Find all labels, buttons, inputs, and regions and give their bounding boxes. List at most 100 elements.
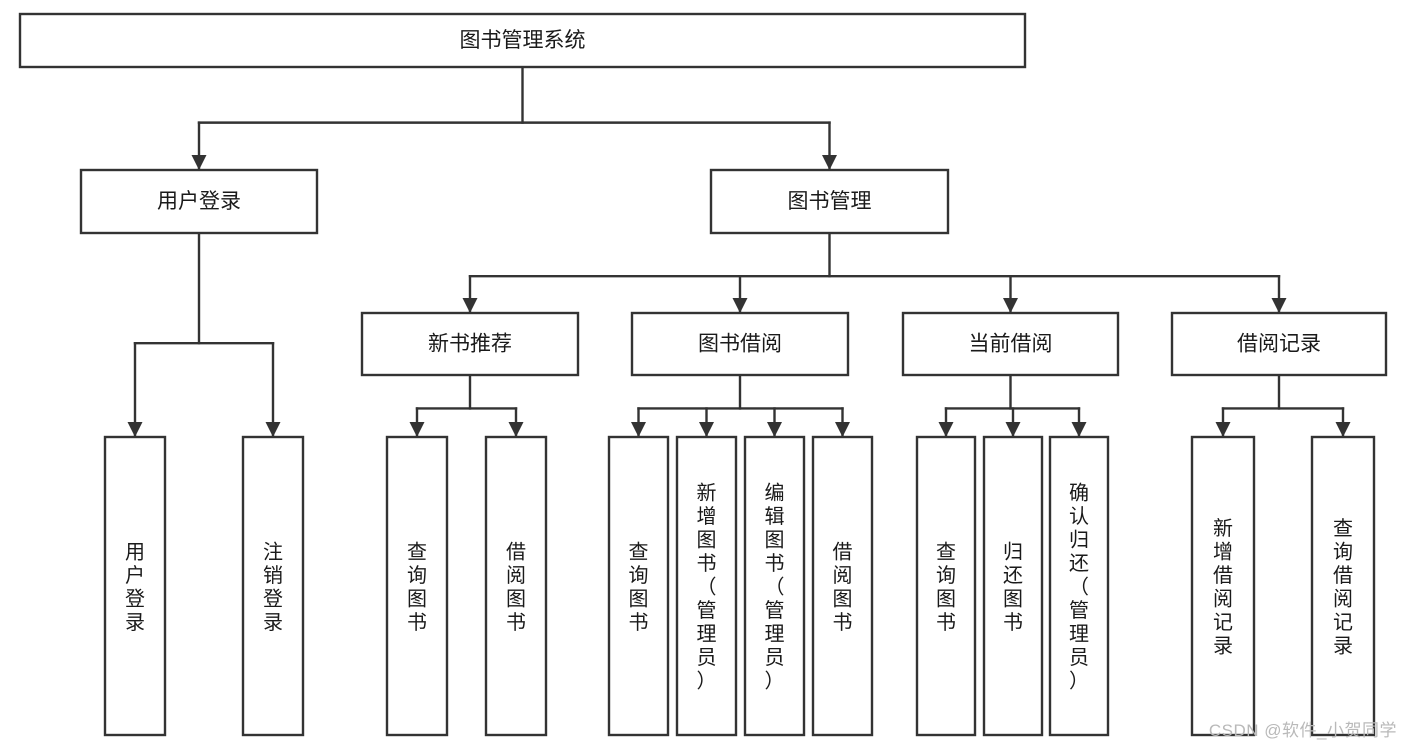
- arrow-head-icon: [265, 422, 281, 437]
- node-label-char: 还: [1069, 552, 1089, 575]
- node-new-book-recommend[interactable]: 新书推荐: [360, 311, 580, 377]
- node-user-login[interactable]: 用户登录: [79, 168, 319, 235]
- edge-group-root: [191, 65, 837, 172]
- node-label-char: 阅: [506, 564, 526, 587]
- arrow-head-icon: [462, 298, 478, 313]
- node-label-char: 登: [125, 587, 145, 610]
- node-box-leaf-return-book: [982, 435, 1044, 737]
- node-box-book-borrow: [630, 311, 850, 377]
- node-label-char: 编: [765, 482, 785, 505]
- arrow-head-icon: [1271, 298, 1287, 313]
- node-label-char: 员: [765, 647, 785, 669]
- node-box-leaf-query-book-2: [607, 435, 670, 737]
- node-label-char: 销: [263, 564, 283, 587]
- node-label-char: 书: [407, 611, 427, 634]
- node-label-char: 查: [407, 540, 427, 563]
- node-label-char: 图: [407, 588, 427, 610]
- edge-group-book-management: [462, 231, 1287, 315]
- node-leaf-borrow-book-2[interactable]: 借阅图书借阅图书: [811, 435, 874, 737]
- node-label-char: 新: [697, 482, 717, 505]
- arrow-head-icon: [822, 155, 837, 170]
- node-label-char: 归: [1069, 529, 1089, 552]
- node-leaf-query-book-2[interactable]: 查询图书查询图书: [607, 435, 670, 737]
- csdn-watermark: CSDN @软件_小贺同学: [1208, 721, 1397, 740]
- node-label-user-login: 用户登录: [157, 190, 241, 213]
- node-label-char: 书: [833, 611, 853, 634]
- node-label-char: 理: [1069, 624, 1089, 646]
- arrow-head-icon: [699, 422, 714, 437]
- node-label-char: 查: [1333, 517, 1353, 540]
- node-label-char: 录: [125, 612, 145, 634]
- arrow-head-icon: [835, 422, 850, 437]
- node-label-char: 记: [1333, 611, 1353, 634]
- node-label-char: 管: [765, 599, 785, 622]
- node-label-char: 图: [697, 530, 717, 552]
- node-box-user-login: [79, 168, 319, 235]
- edge-layer: [127, 65, 1351, 439]
- arrow-head-icon: [191, 155, 207, 170]
- node-root[interactable]: 图书管理系统: [18, 12, 1027, 69]
- node-leaf-query-book-1[interactable]: 查询图书查询图书: [385, 435, 449, 737]
- node-label-char: 书: [629, 611, 649, 634]
- node-leaf-query-record[interactable]: 查询借阅记录查询借阅记录: [1310, 435, 1376, 737]
- node-box-leaf-query-book-3: [915, 435, 977, 737]
- node-label-char: ）: [765, 670, 785, 693]
- node-label-book-management: 图书管理: [788, 190, 872, 213]
- arrow-head-icon: [508, 422, 524, 437]
- node-label-char: ）: [697, 670, 717, 693]
- node-label-char: 书: [1003, 611, 1023, 634]
- node-borrow-record[interactable]: 借阅记录: [1170, 311, 1388, 377]
- node-box-leaf-logout-login: [241, 435, 305, 737]
- node-box-book-management: [709, 168, 950, 235]
- node-label-char: 增: [697, 505, 717, 528]
- arrow-head-icon: [409, 422, 425, 437]
- node-box-leaf-borrow-book-1: [484, 435, 548, 737]
- node-box-leaf-edit-book: [743, 435, 806, 737]
- node-label-char: 管: [1069, 599, 1089, 622]
- node-label-char: ）: [1069, 670, 1089, 693]
- edge-group-user-login: [127, 231, 281, 439]
- node-leaf-logout-login[interactable]: 注销登录注销登录: [241, 435, 305, 737]
- node-layer: 图书管理系统用户登录图书管理新书推荐图书借阅当前借阅借阅记录用户登录用户登录注销…: [18, 12, 1388, 737]
- node-label-char: 书: [506, 611, 526, 634]
- node-label-char: 查: [629, 540, 649, 563]
- edge-group-new-book-recommend: [409, 373, 524, 439]
- node-box-leaf-add-record: [1190, 435, 1256, 737]
- node-label-char: 图: [765, 530, 785, 552]
- node-label-char: 用: [125, 541, 145, 563]
- node-label-new-book-recommend: 新书推荐: [428, 333, 512, 356]
- node-book-borrow[interactable]: 图书借阅: [630, 311, 850, 377]
- node-label-char: 阅: [833, 564, 853, 587]
- node-current-borrow[interactable]: 当前借阅: [901, 311, 1120, 377]
- node-label-char: 理: [765, 624, 785, 646]
- node-label-char: 还: [1003, 564, 1023, 587]
- node-label-char: 图: [1003, 588, 1023, 610]
- node-box-leaf-user-login: [103, 435, 167, 737]
- node-label-char: 阅: [1213, 587, 1233, 610]
- node-label-root: 图书管理系统: [460, 29, 586, 52]
- edge-group-borrow-record: [1215, 373, 1351, 439]
- node-label-char: 认: [1069, 505, 1089, 528]
- node-label-char: 录: [1333, 635, 1353, 657]
- node-label-char: 图: [629, 588, 649, 610]
- node-label-current-borrow: 当前借阅: [969, 333, 1053, 356]
- node-label-char: 书: [936, 611, 956, 634]
- node-leaf-user-login[interactable]: 用户登录用户登录: [103, 435, 167, 737]
- node-label-char: 询: [407, 564, 427, 587]
- node-book-management[interactable]: 图书管理: [709, 168, 950, 235]
- node-leaf-borrow-book-1[interactable]: 借阅图书借阅图书: [484, 435, 548, 737]
- node-leaf-add-record[interactable]: 新增借阅记录新增借阅记录: [1190, 435, 1256, 737]
- node-leaf-return-book[interactable]: 归还图书归还图书: [982, 435, 1044, 737]
- node-label-char: 确: [1069, 482, 1089, 505]
- node-label-char: （: [765, 576, 785, 599]
- arrow-head-icon: [127, 422, 143, 437]
- node-label-char: 借: [1213, 564, 1233, 587]
- node-box-leaf-query-book-1: [385, 435, 449, 737]
- arrow-head-icon: [1215, 422, 1231, 437]
- node-label-char: 阅: [1333, 587, 1353, 610]
- node-leaf-query-book-3[interactable]: 查询图书查询图书: [915, 435, 977, 737]
